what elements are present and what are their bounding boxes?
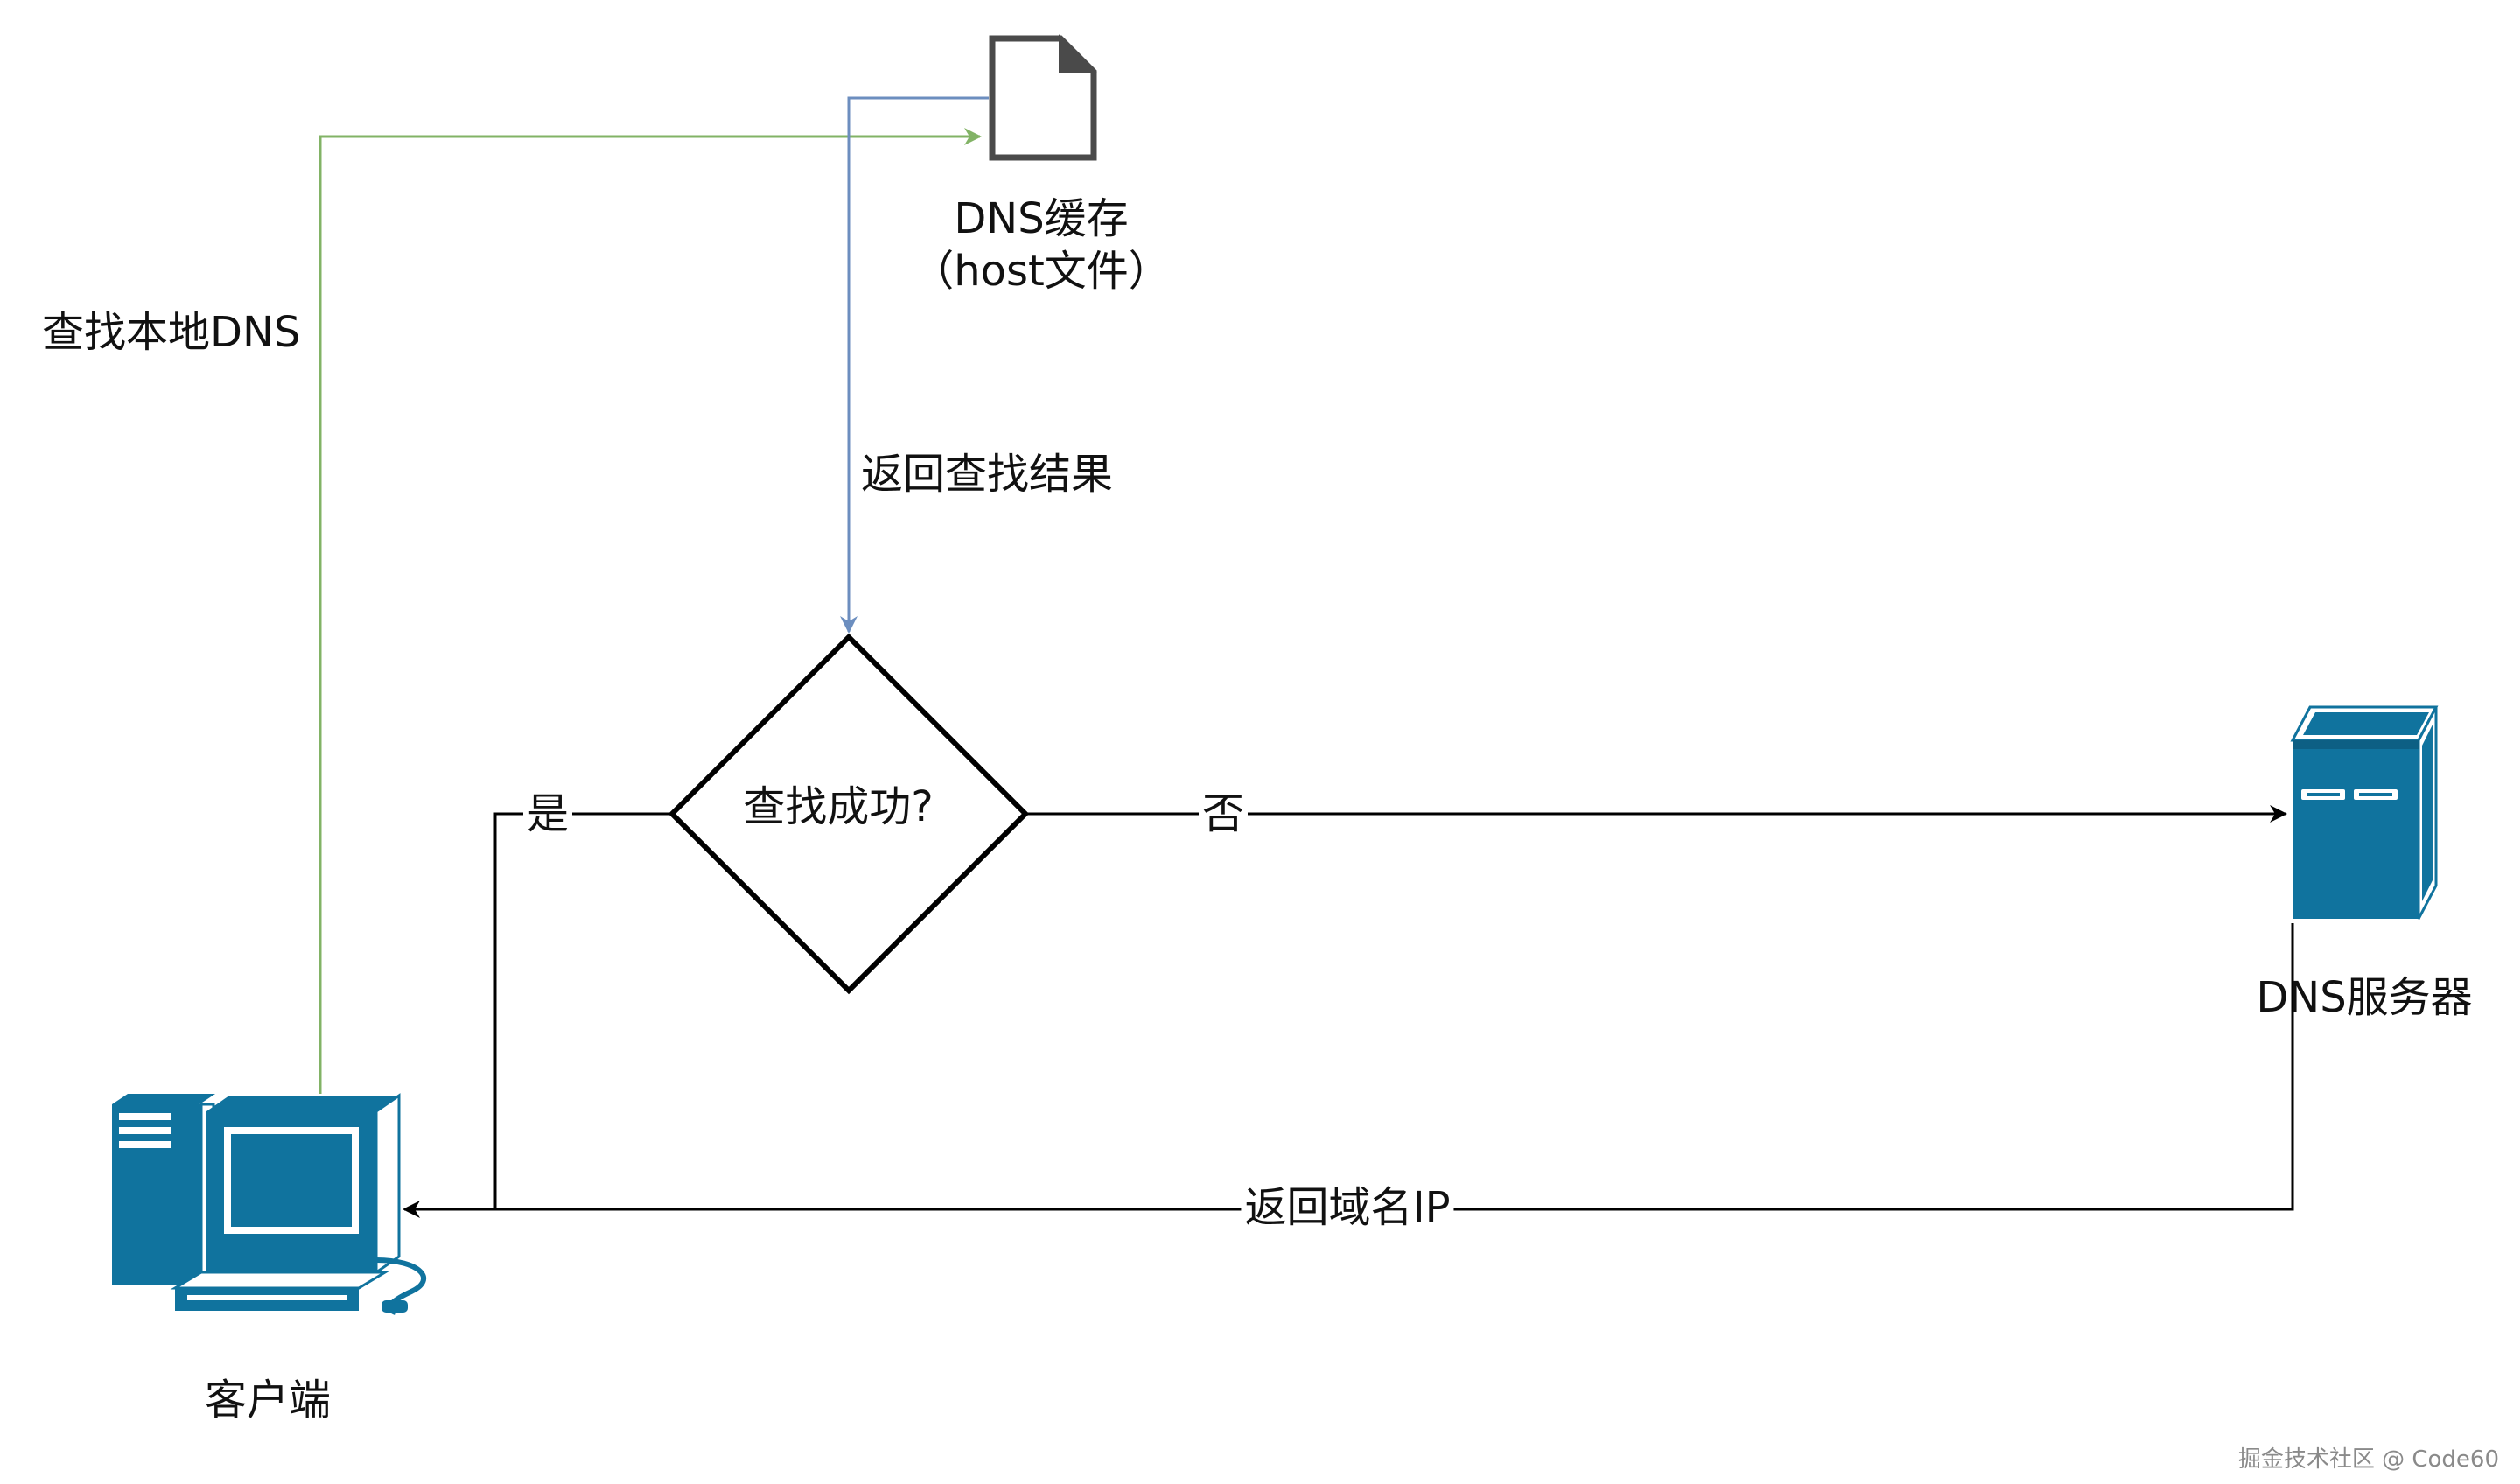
edge-label-return-result: 返回查找结果: [861, 450, 1114, 499]
edge-label-yes: 是: [522, 789, 573, 840]
client-label: 客户端: [204, 1376, 332, 1424]
edge-label-return-ip: 返回域名IP: [1241, 1183, 1454, 1234]
server-tower-icon: [2290, 705, 2439, 920]
watermark: 掘金技术社区 @ Code60: [2237, 1446, 2499, 1473]
edge-label-no: 否: [1198, 789, 1249, 840]
decision-diamond: [668, 633, 1030, 995]
desktop-computer-icon: [112, 1093, 426, 1315]
cache-subtitle: （host文件）: [912, 247, 1171, 296]
edge-label-lookup-local: 查找本地DNS: [42, 308, 301, 357]
edge-return-ip: [402, 923, 2294, 1218]
document-icon: [989, 34, 1098, 161]
edge-lookup-local: [318, 128, 982, 1094]
cache-title: DNS缓存: [954, 194, 1129, 243]
decision-label: 查找成功?: [743, 782, 934, 831]
edge-yes-branch: [494, 812, 672, 1209]
edge-return-result: [840, 96, 989, 634]
server-label: DNS服务器: [2256, 973, 2473, 1022]
